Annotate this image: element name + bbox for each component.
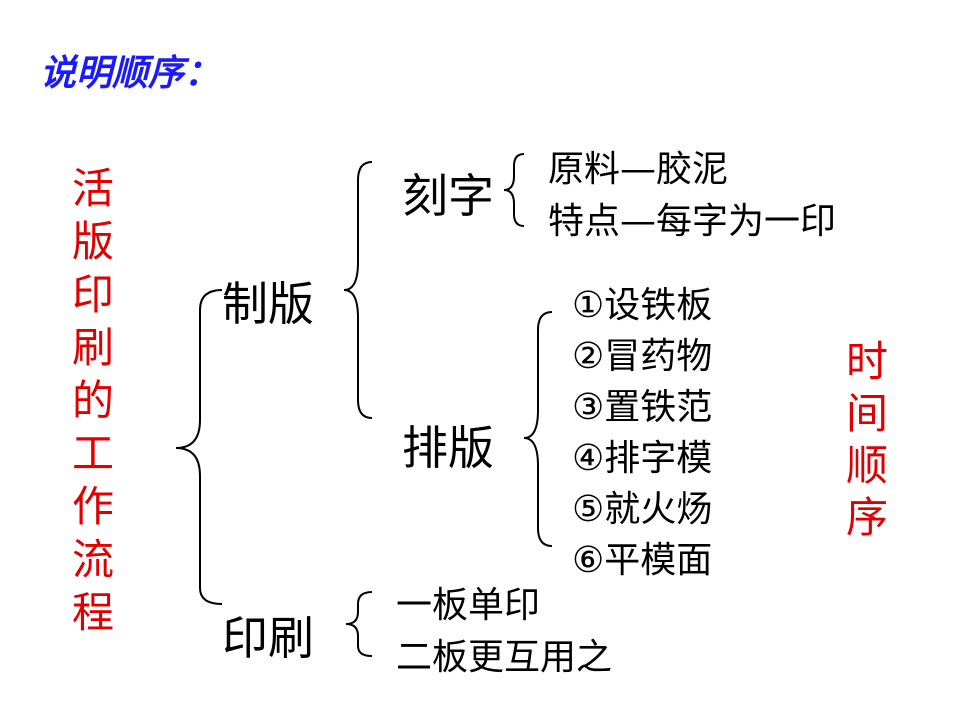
- paiban-item: ④排字模: [572, 438, 713, 479]
- kezi-item: 特点—每字为一印: [548, 201, 837, 242]
- node-kezi: 刻字: [402, 169, 494, 223]
- yinshua-item: 二板更互用之: [396, 637, 613, 678]
- right-vertical-label: 时 间 顺 序: [846, 336, 888, 544]
- right-label-char: 顺: [846, 441, 889, 490]
- yinshua-item: 一板单印: [396, 585, 541, 626]
- paiban-item: ⑤就火炀: [572, 489, 713, 530]
- left-label-char: 流: [72, 535, 115, 584]
- left-label-char: 版: [72, 217, 115, 266]
- right-label-char: 时: [846, 337, 889, 386]
- kezi-brace: [503, 153, 525, 227]
- left-label-char: 程: [72, 588, 115, 637]
- node-yinshua: 印刷: [222, 611, 314, 665]
- slide-title: 说明顺序：: [40, 53, 221, 94]
- left-label-char: 活: [72, 164, 115, 213]
- paiban-item: ⑥平模面: [572, 540, 713, 581]
- paiban-item: ③置铁范: [572, 387, 713, 428]
- right-label-char: 间: [846, 389, 889, 438]
- kezi-item: 原料—胶泥: [548, 149, 729, 190]
- zhiban-brace: [343, 161, 373, 419]
- main-brace: [175, 289, 223, 605]
- left-label-char: 印: [72, 270, 115, 319]
- node-zhiban: 制版: [222, 277, 314, 331]
- paiban-brace: [523, 311, 553, 547]
- left-label-char: 作: [72, 482, 115, 531]
- left-label-char: 工: [72, 429, 115, 478]
- left-label-char: 刷: [72, 323, 115, 372]
- left-label-char: 的: [72, 376, 115, 425]
- paiban-item: ②冒药物: [572, 336, 713, 377]
- right-label-char: 序: [846, 493, 889, 542]
- yinshua-brace: [345, 591, 373, 657]
- node-paiban: 排版: [402, 421, 494, 475]
- left-vertical-label: 活 版 印 刷 的 工 作 流 程: [72, 162, 114, 639]
- paiban-item: ①设铁板: [572, 285, 713, 326]
